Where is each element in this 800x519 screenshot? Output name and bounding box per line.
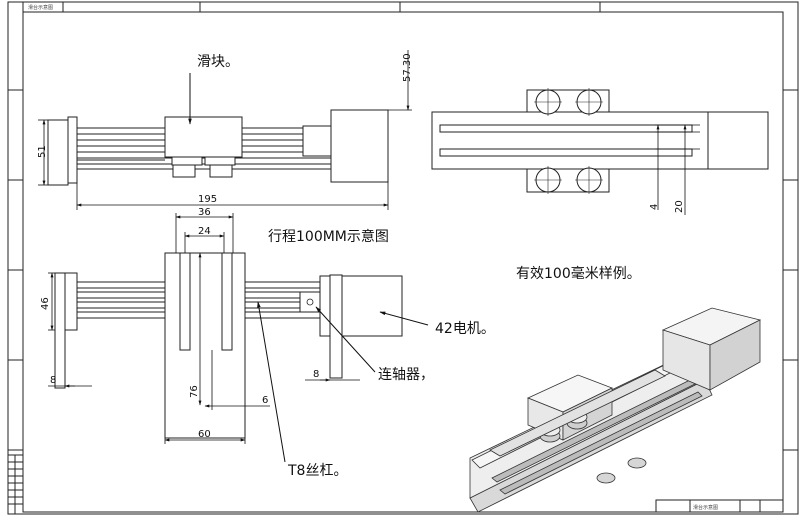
dimension-36-24 [175, 213, 234, 253]
hole-centerlines [534, 88, 603, 194]
motor-top [707, 111, 769, 170]
screw-end-icon [306, 298, 314, 306]
base-plate [431, 111, 709, 170]
dimension-6 [204, 350, 270, 410]
guide-rail-bottom [76, 163, 332, 170]
dim-leg-right: 8 [313, 369, 319, 380]
coupler-front [299, 291, 321, 313]
dimension-195 [76, 182, 389, 210]
dimension-57-30 [388, 50, 412, 111]
slider-block [164, 116, 243, 158]
dim-side-height: 51 [37, 145, 48, 158]
dim-top-height: 57.30 [402, 53, 413, 82]
left-end-cap [64, 272, 78, 331]
slider-foot-b [204, 156, 236, 166]
dim-overall-length: 195 [198, 194, 217, 205]
coupler-side [302, 125, 332, 157]
left-leg [54, 272, 66, 389]
left-end-block [47, 119, 69, 186]
title-block-top-label: 滑台示意图 [28, 4, 53, 11]
slider-label: 滑块。 [197, 53, 239, 70]
bearing-a [172, 164, 196, 178]
side-view [47, 109, 389, 186]
dim-carriage-height: 76 [189, 385, 200, 398]
dimension-4-20 [655, 124, 700, 215]
slider-foot-a [171, 156, 203, 166]
sheet-frame [7, 1, 799, 515]
stroke-title: 行程100MM示意图 [268, 228, 389, 245]
dimension-46 [48, 272, 55, 331]
bearing-b [209, 164, 233, 178]
dim-carriage-width: 36 [198, 207, 211, 218]
coupler-label: 连轴器， [378, 367, 434, 383]
left-end-plate [67, 116, 78, 184]
carriage-slot-right [221, 252, 233, 351]
sample-note: 有效100毫米样例。 [516, 265, 641, 282]
dimension-60 [164, 438, 246, 444]
slot-lower [439, 148, 693, 157]
lead-screw-label: T8丝杠。 [287, 463, 347, 479]
title-block-bottom-label: 滑台示意图 [693, 504, 718, 511]
dimension-51 [38, 119, 48, 186]
dim-slot-spacing: 20 [674, 200, 685, 213]
isometric-view [469, 307, 762, 513]
dim-leg-left: 8 [50, 375, 56, 386]
slot-upper [439, 124, 693, 133]
motor-side [330, 109, 389, 183]
dim-carriage-inner: 24 [198, 226, 211, 237]
dim-front-height: 46 [40, 297, 51, 310]
dim-screw-offset: 6 [262, 395, 268, 406]
leaders [257, 301, 429, 463]
carriage-front [164, 252, 246, 439]
right-leg [329, 274, 343, 379]
carriage-slot-left [179, 252, 191, 351]
dim-slot-offset: 4 [649, 204, 660, 210]
motor-label: 42电机。 [435, 321, 495, 337]
dim-carriage-length: 60 [198, 429, 211, 440]
top-view [431, 89, 769, 193]
front-view [54, 252, 403, 439]
